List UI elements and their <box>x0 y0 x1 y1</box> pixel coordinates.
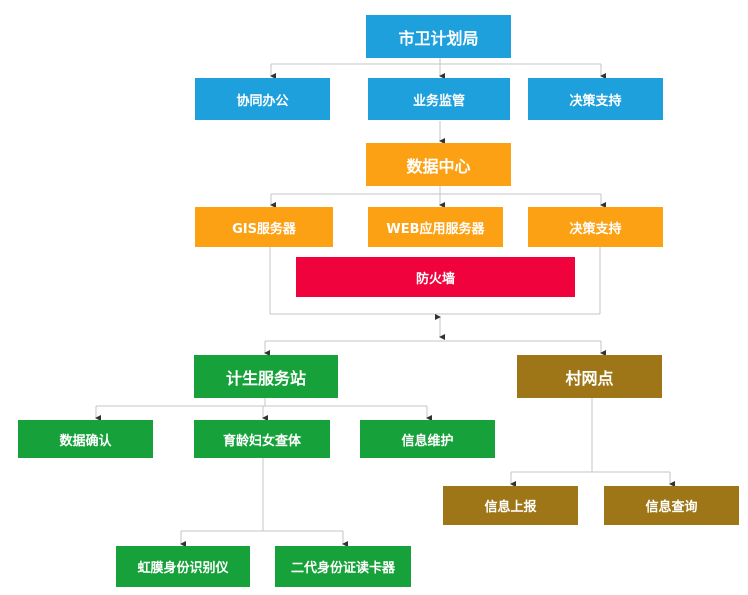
data-confirm-node: 数据确认 <box>18 420 153 458</box>
decision-support-top-node: 决策支持 <box>528 78 663 120</box>
village-point-node: 村网点 <box>517 355 662 398</box>
women-checkup-node: 育龄妇女查体 <box>194 420 330 458</box>
firewall-node: 防火墙 <box>296 257 575 297</box>
info-report-node: 信息上报 <box>443 486 578 525</box>
service-station-node: 计生服务站 <box>194 355 338 398</box>
bureau-node: 市卫计划局 <box>366 15 511 58</box>
info-query-node: 信息查询 <box>604 486 739 525</box>
decision-support-mid-node: 决策支持 <box>528 207 663 247</box>
business-supervision-node: 业务监管 <box>368 78 510 120</box>
iris-device-node: 虹膜身份识别仪 <box>116 546 250 587</box>
collab-office-node: 协同办公 <box>195 78 330 120</box>
web-app-server-node: WEB应用服务器 <box>368 207 503 247</box>
info-maintain-node: 信息维护 <box>360 420 495 458</box>
id-card-reader-node: 二代身份证读卡器 <box>275 546 411 587</box>
gis-server-node: GIS服务器 <box>195 207 333 247</box>
data-center-node: 数据中心 <box>366 143 511 186</box>
